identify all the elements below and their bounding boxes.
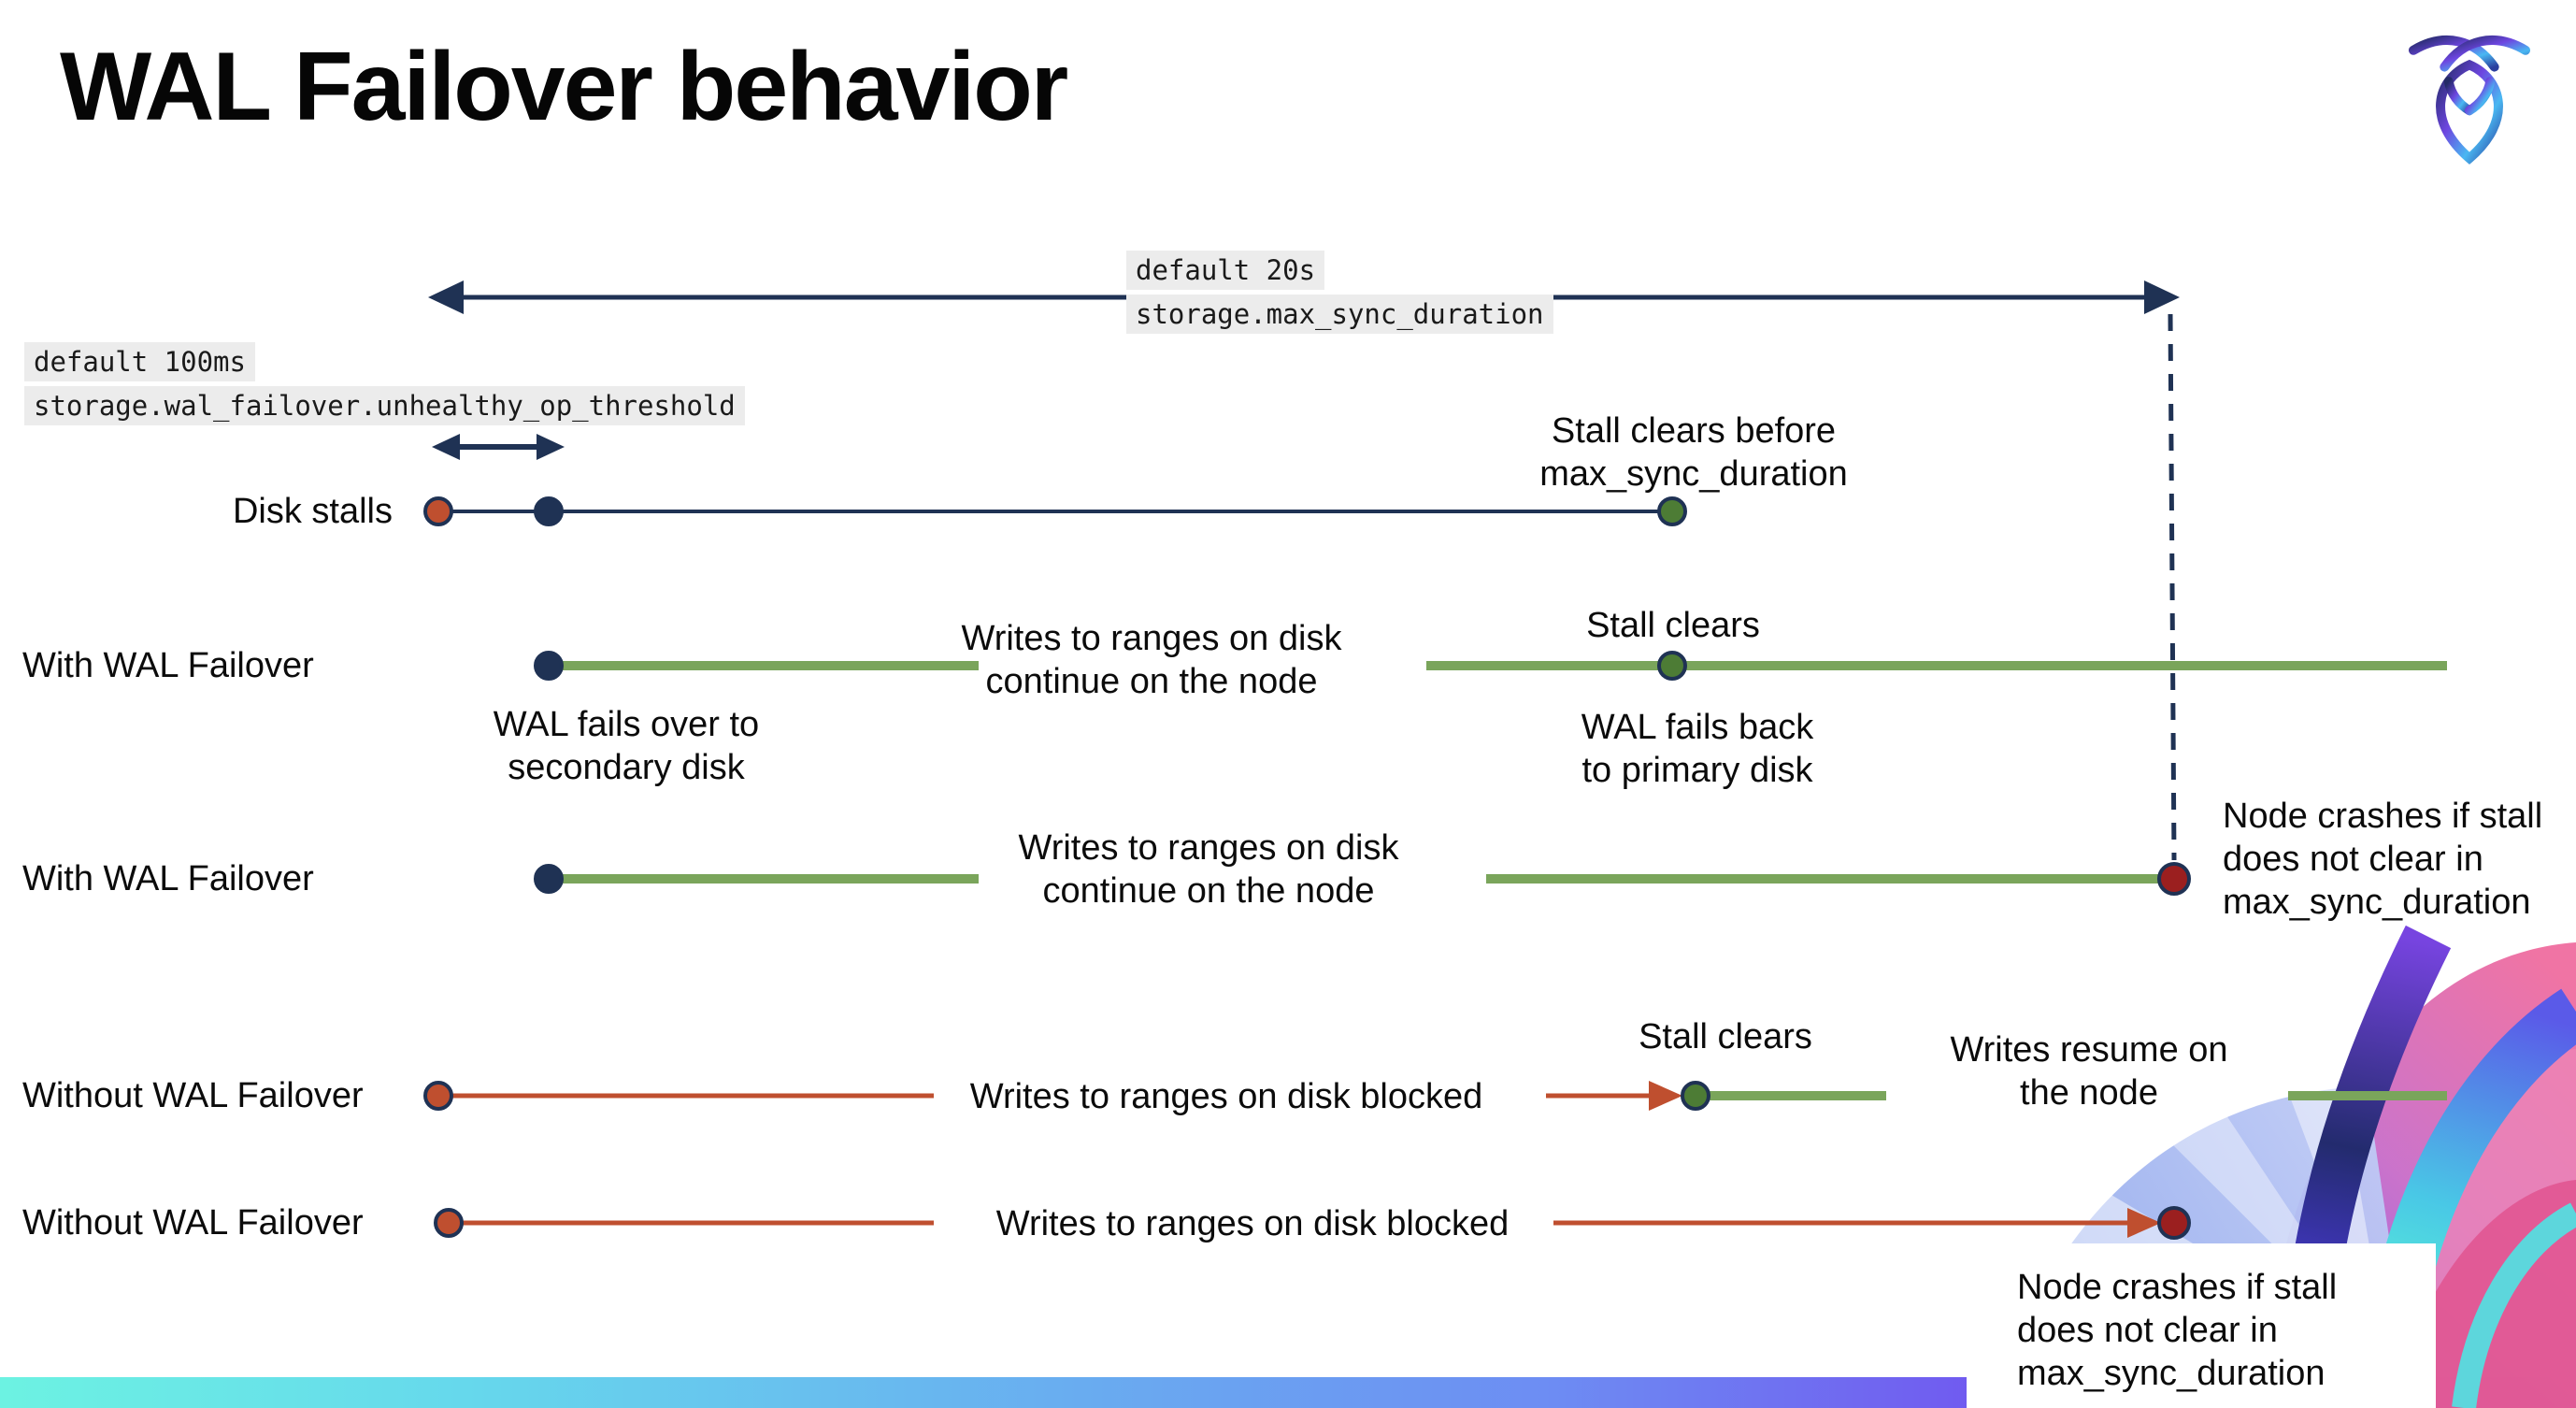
unhealthy-op-threshold-label: default 100ms storage.wal_failover.unhea…	[24, 342, 745, 425]
row2-stall-clears-dot	[1657, 651, 1687, 681]
arrow-head-left-icon	[432, 434, 460, 460]
row4-blocked-note: Writes to ranges on disk blocked	[969, 1077, 1483, 1116]
row1-stall-clears-note: Stall clears before max_sync_duration	[1539, 411, 1848, 494]
row3-writes-continue-note: Writes to ranges on disk continue on the…	[1018, 828, 1399, 911]
config-default-value: default 20s	[1126, 251, 1325, 290]
row3-failover-dot	[534, 864, 564, 894]
cockroachdb-logo-icon	[2409, 36, 2530, 165]
row4-stall-start-dot	[423, 1081, 453, 1111]
config-setting-name: storage.max_sync_duration	[1126, 295, 1553, 334]
page-title: WAL Failover behavior	[60, 33, 1068, 141]
max-sync-duration-label: default 20s storage.max_sync_duration	[1126, 251, 1553, 334]
row2-failover-dot	[534, 651, 564, 681]
row2-writes-continue-note: Writes to ranges on disk continue on the…	[961, 619, 1342, 701]
arrow-head-right-icon	[2144, 280, 2180, 314]
row5-blocked-note: Writes to ranges on disk blocked	[995, 1204, 1510, 1243]
row5-stall-start-dot	[434, 1208, 464, 1238]
arrow-head-left-icon	[428, 280, 464, 314]
row5-crash-note: Node crashes if stall does not clear in …	[2017, 1268, 2338, 1393]
brand-art-cyan-arc	[2452, 1202, 2576, 1408]
row2-failback-note: WAL fails back to primary disk	[1581, 708, 1814, 790]
row5-label: Without WAL Failover	[22, 1203, 364, 1243]
row2-label: With WAL Failover	[22, 646, 314, 685]
max-sync-deadline-dashed-line	[2168, 313, 2177, 861]
arrow-head-right-icon	[537, 434, 565, 460]
row2-failover-note: WAL fails over to secondary disk	[493, 705, 760, 787]
row1-stall-start-dot	[423, 496, 453, 526]
arrow-head-right-icon	[2127, 1208, 2161, 1238]
row4-stall-clears-dot	[1681, 1081, 1710, 1111]
arrow-head-right-icon	[1649, 1081, 1682, 1111]
row4-stall-clears-note: Stall clears	[1639, 1017, 1812, 1056]
row1-threshold-dot	[534, 496, 564, 526]
row2-stall-clears-note: Stall clears	[1586, 606, 1760, 645]
row3-label: With WAL Failover	[22, 859, 314, 898]
row3-crash-dot	[2157, 862, 2191, 896]
row3-crash-note: Node crashes if stall does not clear in …	[2223, 797, 2543, 922]
row4-resume-note: Writes resume on the node	[1950, 1030, 2228, 1113]
row1-stall-clears-dot	[1657, 496, 1687, 526]
row5-crash-dot	[2157, 1206, 2191, 1240]
config-default-value: default 100ms	[24, 342, 255, 381]
crash-callout-box	[1967, 1243, 2436, 1408]
row1-label: Disk stalls	[232, 492, 393, 531]
config-setting-name: storage.wal_failover.unhealthy_op_thresh…	[24, 386, 745, 425]
row4-label: Without WAL Failover	[22, 1076, 364, 1115]
